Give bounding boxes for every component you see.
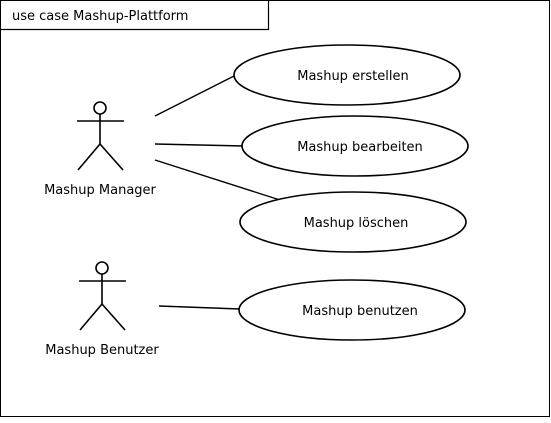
actor-head-icon	[93, 101, 107, 115]
actor-manager[interactable]	[77, 101, 124, 171]
association-manager-delete	[154, 159, 281, 201]
use-case-delete-label: Mashup löschen	[304, 216, 409, 231]
frame-title-tab	[0, 0, 270, 31]
use-case-edit-label: Mashup bearbeiten	[297, 140, 423, 155]
association-user-use	[158, 305, 241, 310]
use-case-use-label: Mashup benutzen	[302, 304, 418, 319]
use-case-edit[interactable]: Mashup bearbeiten	[241, 115, 469, 177]
use-case-create-label: Mashup erstellen	[297, 69, 409, 84]
use-case-create[interactable]: Mashup erstellen	[233, 44, 461, 106]
actor-user-label: Mashup Benutzer	[45, 343, 159, 358]
frame-title: use case Mashup-Plattform	[12, 9, 188, 24]
use-case-delete[interactable]: Mashup löschen	[239, 191, 467, 253]
associations	[154, 74, 281, 310]
actor-head-icon	[95, 261, 109, 275]
use-case-use[interactable]: Mashup benutzen	[238, 279, 466, 341]
association-manager-edit	[154, 143, 245, 147]
association-manager-create	[154, 74, 237, 117]
actor-manager-label: Mashup Manager	[44, 183, 156, 198]
actor-user[interactable]	[79, 261, 126, 331]
